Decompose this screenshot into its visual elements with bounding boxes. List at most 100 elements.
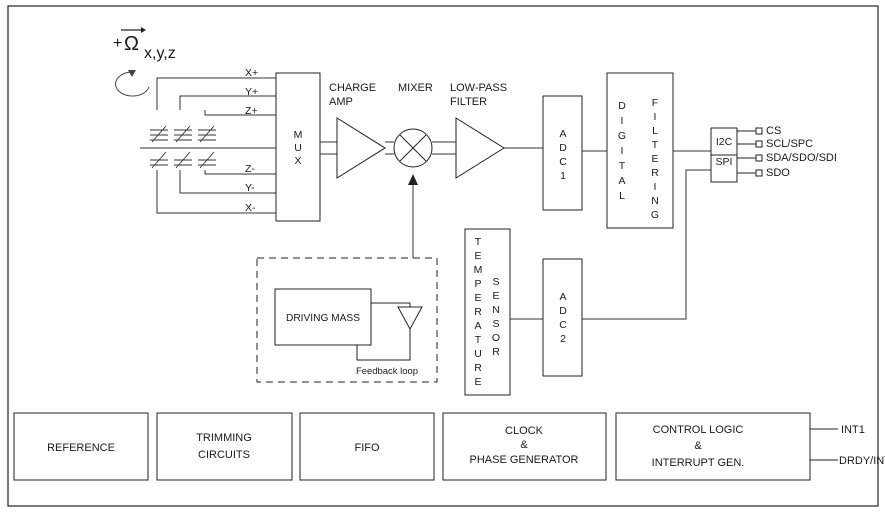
svg-text:E: E xyxy=(474,376,481,388)
svg-text:E: E xyxy=(474,292,481,304)
trimming-circuits-block xyxy=(156,412,293,481)
int1-label: INT1 xyxy=(841,424,865,436)
svg-text:N: N xyxy=(651,195,659,207)
lowpass-label: LOW-PASS xyxy=(450,82,507,94)
svg-text:U: U xyxy=(474,348,482,360)
fifo-block xyxy=(299,412,435,481)
temperature-label: T E M P E R A T U R E xyxy=(474,236,483,388)
axis-label-x-plus: X+ xyxy=(245,67,258,79)
svg-text:E: E xyxy=(492,290,499,302)
digital-filtering-block xyxy=(606,72,674,229)
svg-text:A: A xyxy=(618,175,625,187)
fifo-label: FIFO xyxy=(354,442,379,454)
svg-text:R: R xyxy=(651,167,659,179)
feedback-loop-label: Feedback loop xyxy=(356,366,418,377)
driving-mass-block xyxy=(274,288,372,346)
control-logic-label: INTERRUPT GEN. xyxy=(652,457,745,469)
svg-text:D: D xyxy=(559,305,567,317)
pin-sda-sdo-sdi: SDA/SDO/SDI xyxy=(766,152,837,164)
svg-text:C: C xyxy=(559,319,567,331)
svg-text:T: T xyxy=(475,334,482,346)
svg-text:A: A xyxy=(474,320,481,332)
svg-text:T: T xyxy=(619,160,626,172)
svg-text:S: S xyxy=(492,318,499,330)
svg-text:S: S xyxy=(492,276,499,288)
svg-text:D: D xyxy=(618,100,626,112)
digital-label: D I G I T A L xyxy=(618,100,626,202)
charge-amp-label: AMP xyxy=(329,96,353,108)
charge-amp-label: CHARGE xyxy=(329,82,376,94)
mux-letter: U xyxy=(294,142,302,154)
omega-subscript: x,y,z xyxy=(144,45,176,62)
svg-text:A: A xyxy=(559,128,566,140)
control-logic-label: CONTROL LOGIC xyxy=(653,424,744,436)
svg-text:L: L xyxy=(652,125,658,137)
svg-text:P: P xyxy=(474,278,481,290)
sensor-label: S E N S O R xyxy=(492,276,500,358)
adc2-block xyxy=(542,258,583,377)
svg-text:I: I xyxy=(654,181,657,193)
svg-text:F: F xyxy=(652,97,658,109)
clock-label: CLOCK xyxy=(505,425,544,437)
feedback-arrow-icon xyxy=(408,174,418,185)
mux-letter: X xyxy=(294,155,301,167)
i2c-label: I2C xyxy=(716,136,733,148)
svg-text:R: R xyxy=(474,306,482,318)
svg-text:E: E xyxy=(651,153,658,165)
angular-rate-label: + Ω x,y,z xyxy=(113,27,176,62)
control-logic-label: & xyxy=(694,440,702,452)
filtering-label: F I L T E R I N G xyxy=(651,97,659,221)
control-logic-block xyxy=(615,412,811,481)
trimming-label: CIRCUITS xyxy=(198,449,250,461)
lowpass-filter-symbol xyxy=(455,117,505,179)
omega-symbol: Ω xyxy=(124,33,139,55)
axis-label-x-minus: X- xyxy=(245,202,256,214)
axis-label-z-plus: Z+ xyxy=(245,105,258,117)
pin-cs: CS xyxy=(766,125,781,137)
svg-text:I: I xyxy=(621,115,624,127)
reference-block xyxy=(13,412,149,481)
adc1-label: A D C 1 xyxy=(559,128,567,182)
feedback-amp-symbol xyxy=(397,306,423,331)
mux-letter: M xyxy=(294,129,303,141)
svg-text:G: G xyxy=(618,130,626,142)
pin-sdo: SDO xyxy=(766,167,790,179)
omega-prefix: + xyxy=(113,35,122,52)
svg-text:1: 1 xyxy=(560,170,566,182)
svg-text:M: M xyxy=(474,264,483,276)
svg-text:L: L xyxy=(619,190,625,202)
svg-text:R: R xyxy=(474,362,482,374)
axis-label-y-plus: Y+ xyxy=(245,86,258,98)
temperature-sensor-block xyxy=(464,228,511,396)
clock-label: PHASE GENERATOR xyxy=(469,454,578,466)
clock-label: & xyxy=(520,439,528,451)
svg-text:N: N xyxy=(492,304,500,316)
svg-text:A: A xyxy=(559,291,566,303)
pin-connectors xyxy=(737,127,763,177)
svg-text:C: C xyxy=(559,156,567,168)
pin-scl-spc: SCL/SPC xyxy=(766,138,813,150)
axis-label-z-minus: Z- xyxy=(245,163,255,175)
svg-text:R: R xyxy=(492,346,500,358)
drdy-int2-label: DRDY/INT2 xyxy=(839,455,885,467)
svg-text:O: O xyxy=(492,332,500,344)
svg-text:G: G xyxy=(651,209,659,221)
svg-text:T: T xyxy=(652,139,659,151)
reference-label: REFERENCE xyxy=(47,442,115,454)
svg-text:D: D xyxy=(559,142,567,154)
signal-wires xyxy=(320,141,711,320)
mux-block xyxy=(275,72,321,222)
outer-frame xyxy=(7,5,879,507)
driving-mass-label: DRIVING MASS xyxy=(286,313,360,324)
axis-label-y-minus: Y- xyxy=(245,182,255,194)
svg-text:I: I xyxy=(621,145,624,157)
feedback-loop-wires xyxy=(356,302,411,361)
lowpass-label: FILTER xyxy=(450,96,487,108)
sensing-elements-icon xyxy=(150,125,216,169)
adc2-label: A D C 2 xyxy=(559,291,567,345)
mixer-label: MIXER xyxy=(398,82,433,94)
charge-amp-symbol xyxy=(336,117,386,179)
svg-text:T: T xyxy=(475,236,482,248)
svg-text:2: 2 xyxy=(560,333,566,345)
